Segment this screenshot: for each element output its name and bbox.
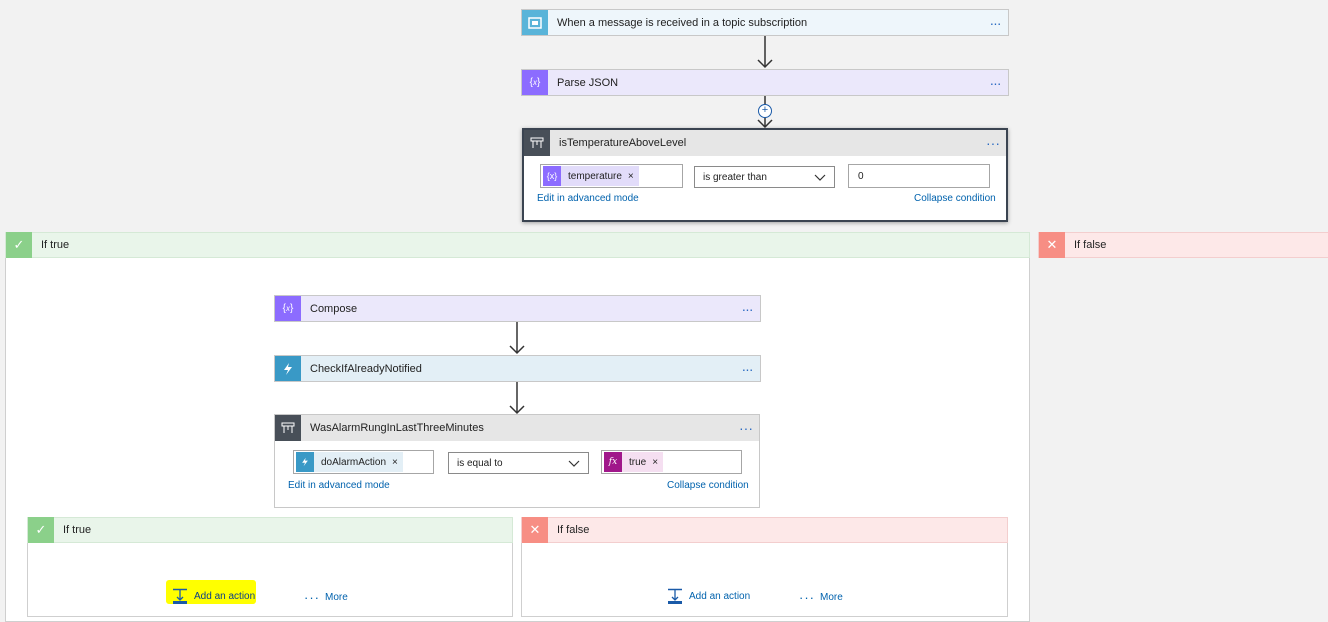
more-dots-icon: ···: [304, 590, 320, 605]
compose-title: Compose: [310, 302, 358, 315]
check-notified-more-icon[interactable]: ···: [741, 360, 754, 377]
insert-step-plus-icon[interactable]: +: [758, 104, 772, 118]
check-notified-title: CheckIfAlreadyNotified: [310, 362, 422, 375]
parse-json-title: Parse JSON: [557, 76, 619, 89]
token-do-alarm-action: doAlarmAction ×: [296, 452, 403, 472]
condition-right-operand[interactable]: fx true ×: [601, 450, 742, 474]
check-notified-card[interactable]: CheckIfAlreadyNotified ···: [274, 355, 761, 382]
parse-json-card[interactable]: {x} Parse JSON ···: [521, 69, 1009, 96]
parse-json-more-icon[interactable]: ···: [989, 74, 1002, 91]
trigger-more-icon[interactable]: ···: [989, 14, 1002, 31]
add-action-icon: [173, 588, 187, 604]
close-icon: ✕: [1039, 232, 1065, 258]
connector-arrow: [757, 36, 773, 69]
collapse-condition-link[interactable]: Collapse condition: [914, 193, 996, 204]
remove-token-icon[interactable]: ×: [627, 170, 634, 182]
condition-left-operand[interactable]: {x} temperature ×: [540, 164, 683, 188]
token-temperature: {x} temperature ×: [543, 166, 639, 186]
condition-left-operand[interactable]: doAlarmAction ×: [293, 450, 434, 474]
collapse-condition-link[interactable]: Collapse condition: [667, 480, 749, 491]
add-action-button[interactable]: Add an action: [172, 588, 255, 604]
more-button[interactable]: ··· More: [304, 590, 348, 605]
function-icon: [275, 356, 301, 381]
add-action-icon: [668, 588, 682, 604]
remove-token-icon[interactable]: ×: [652, 456, 659, 468]
edit-advanced-link[interactable]: Edit in advanced mode: [537, 193, 639, 204]
outer-false-header[interactable]: ✕ If false: [1038, 232, 1328, 258]
compose-card[interactable]: {x} Compose ···: [274, 295, 761, 322]
condition-temperature[interactable]: isTemperatureAboveLevel ··· {x} temperat…: [522, 128, 1008, 222]
fx-icon: fx: [604, 452, 622, 472]
condition-title: isTemperatureAboveLevel: [559, 137, 687, 149]
operator-select[interactable]: is equal to: [448, 452, 589, 474]
variable-icon: {x}: [275, 296, 301, 321]
more-dots-icon: ···: [799, 590, 815, 605]
edit-advanced-link[interactable]: Edit in advanced mode: [288, 480, 390, 491]
inner-false-header[interactable]: ✕ If false: [521, 517, 1008, 543]
condition-right-operand[interactable]: 0: [848, 164, 990, 188]
more-button[interactable]: ··· More: [799, 590, 843, 605]
add-action-button[interactable]: Add an action: [667, 588, 750, 604]
condition-more-icon[interactable]: ···: [739, 420, 753, 436]
chevron-down-icon: [814, 174, 826, 181]
function-icon: [296, 452, 314, 472]
outer-true-header[interactable]: ✓ If true: [5, 232, 1030, 258]
trigger-card[interactable]: When a message is received in a topic su…: [521, 9, 1009, 36]
token-true-expression: fx true ×: [604, 452, 664, 472]
chevron-down-icon: [568, 460, 580, 467]
variable-icon: {x}: [543, 166, 561, 186]
close-icon: ✕: [522, 517, 548, 543]
trigger-title: When a message is received in a topic su…: [557, 16, 808, 29]
connector-arrow: [509, 382, 525, 415]
condition-icon: [275, 415, 301, 441]
operator-select[interactable]: is greater than: [694, 166, 835, 188]
check-icon: ✓: [28, 517, 54, 543]
compose-more-icon[interactable]: ···: [741, 300, 754, 317]
inner-true-header[interactable]: ✓ If true: [27, 517, 513, 543]
highlight-mark: [166, 580, 256, 604]
check-icon: ✓: [6, 232, 32, 258]
condition-more-icon[interactable]: ···: [986, 135, 1000, 151]
remove-token-icon[interactable]: ×: [392, 456, 398, 468]
condition-icon: [524, 130, 550, 156]
connector-arrow: [509, 322, 525, 355]
condition-title: WasAlarmRungInLastThreeMinutes: [310, 422, 484, 434]
service-bus-icon: [522, 10, 548, 35]
condition-alarm-rung[interactable]: WasAlarmRungInLastThreeMinutes ··· doAla…: [274, 414, 760, 508]
variable-icon: {x}: [522, 70, 548, 95]
